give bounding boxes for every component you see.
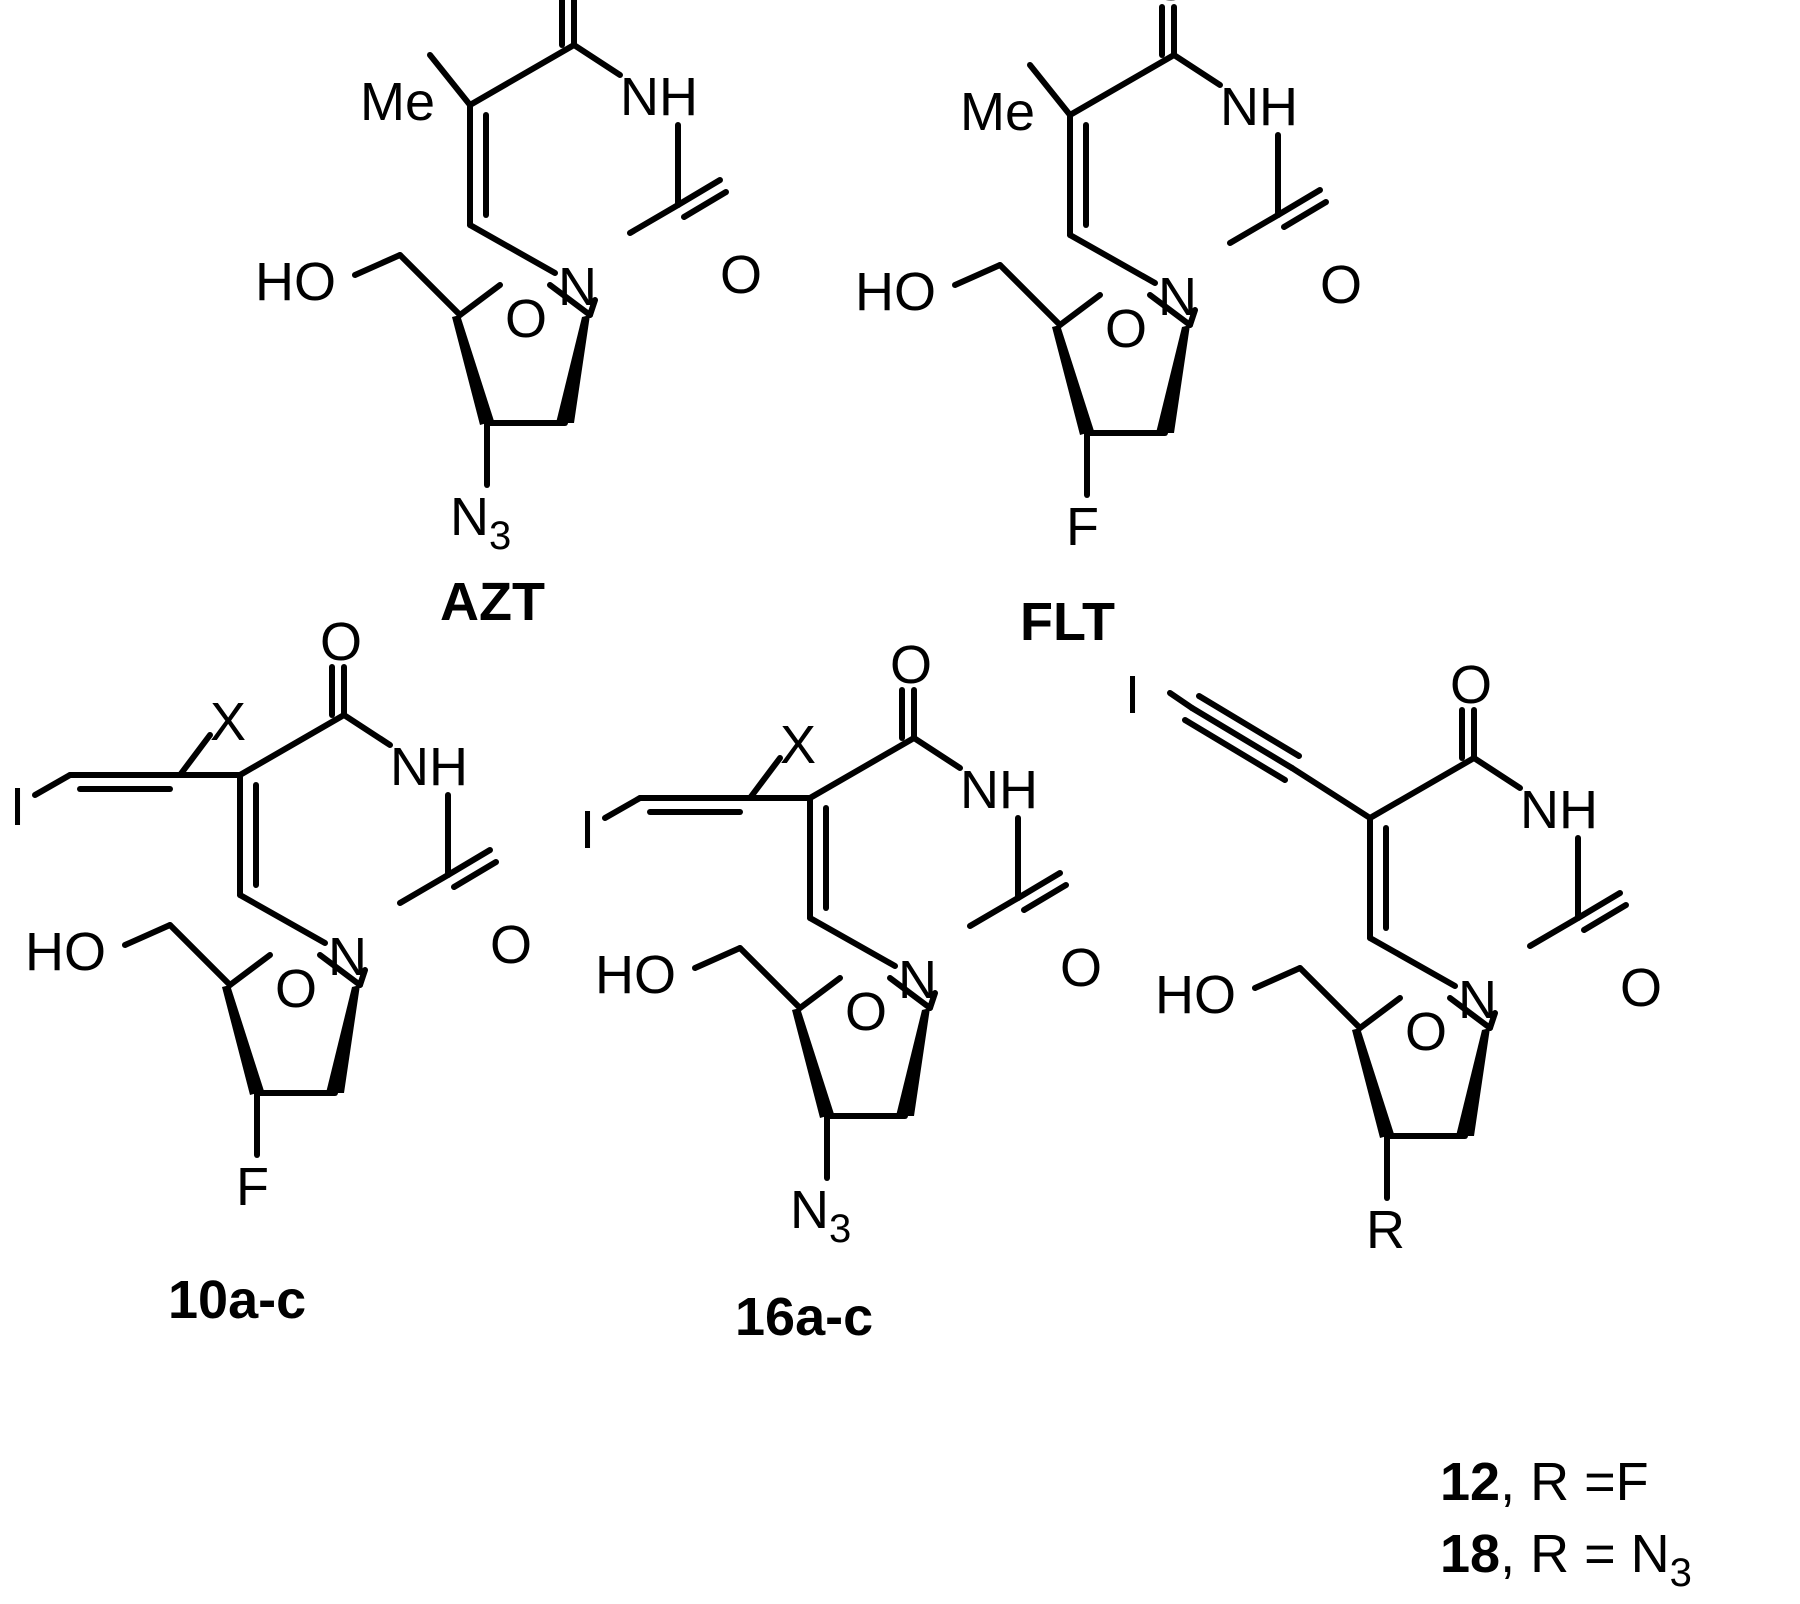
flt-compound-label: FLT [1020, 592, 1115, 652]
compound-10-fluoro-label: F [236, 1157, 269, 1217]
azt-carbonyl-o4: O [550, 0, 592, 2]
compound-12-18-nh-label: NH [1520, 780, 1598, 840]
compound-10-hydroxyl-label: HO [25, 922, 106, 982]
compound-10-nh-label: NH [390, 737, 468, 797]
compound-16-carbonyl-o2: O [1060, 938, 1102, 998]
flt-nh-label: NH [1220, 77, 1298, 137]
compound-16-ring-o-label: O [845, 982, 887, 1042]
compound-16-azide-label: N3 [790, 1180, 851, 1251]
compound-16-nh-label: NH [960, 760, 1038, 820]
compound-16-hydroxyl-label: HO [595, 945, 676, 1005]
compound-16-label: 16a-c [735, 1287, 873, 1347]
compound-16-structure: X I O NH O N O HO N3 [580, 635, 1102, 1251]
compound-10-ring-o-label: O [275, 959, 317, 1019]
compound-10-iodo-label: I [10, 777, 25, 837]
compound-12-18-ring-o-label: O [1405, 1002, 1447, 1062]
compound-18-label: 18, R = N3 [1440, 1524, 1692, 1595]
flt-carbonyl-o4: O [1150, 0, 1192, 12]
compound-10-carbonyl-o2: O [490, 915, 532, 975]
azt-ring-o-label: O [505, 289, 547, 349]
azt-nh-label: NH [620, 67, 698, 127]
compound-12-label: 12, R =F [1440, 1452, 1649, 1512]
compound-10-carbonyl-o4: O [320, 612, 362, 672]
azt-n1-label: N [558, 257, 597, 317]
compound-12-18-n1-label: N [1458, 970, 1497, 1030]
compound-12-18-carbonyl-o2: O [1620, 958, 1662, 1018]
compound-16-iodo-label: I [580, 800, 595, 860]
azt-hydroxyl-label: HO [255, 252, 336, 312]
compound-16-x-label: X [780, 715, 816, 775]
flt-ring-o-label: O [1105, 299, 1147, 359]
compound-12-18-iodo-label: I [1125, 665, 1140, 725]
compound-12-18-r-label: R [1366, 1200, 1405, 1260]
compound-10-label: 10a-c [168, 1270, 306, 1330]
compound-12-18-structure: I O NH O N O HO R [1125, 655, 1662, 1260]
azt-compound-label: AZT [440, 572, 545, 632]
flt-hydroxyl-label: HO [855, 262, 936, 322]
compound-12-18-carbonyl-o4: O [1450, 655, 1492, 715]
azt-methyl-label: Me [360, 72, 435, 132]
azt-structure: Me O NH O N O HO N3 [255, 0, 762, 558]
flt-n1-label: N [1158, 267, 1197, 327]
compound-10-structure: X I O NH O N O HO F [10, 612, 532, 1217]
compound-16-n1-label: N [898, 950, 937, 1010]
flt-carbonyl-o2: O [1320, 255, 1362, 315]
compound-16-carbonyl-o4: O [890, 635, 932, 695]
compound-12-18-hydroxyl-label: HO [1155, 965, 1236, 1025]
compound-10-n1-label: N [328, 927, 367, 987]
flt-structure: Me O NH O N O HO F [855, 0, 1362, 557]
flt-methyl-label: Me [960, 82, 1035, 142]
compound-10-x-label: X [210, 692, 246, 752]
azt-carbonyl-o2: O [720, 245, 762, 305]
flt-fluoro-label: F [1066, 497, 1099, 557]
azt-azide-label: N3 [450, 487, 511, 558]
